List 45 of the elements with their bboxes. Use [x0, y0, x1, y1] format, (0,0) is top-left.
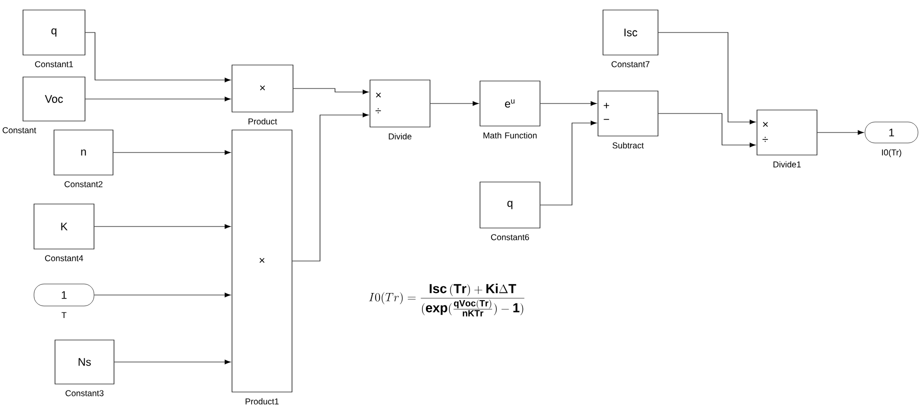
arrow [85, 32, 231, 82]
block-label: Product1 [246, 398, 279, 404]
arrow [658, 32, 756, 124]
arrow [817, 130, 864, 135]
arrow [658, 113, 756, 148]
arrow [293, 88, 369, 94]
arrow [114, 360, 231, 364]
block: Isc [602, 10, 658, 56]
block-label: Divide [388, 133, 412, 140]
block-label: Constant7 [612, 61, 650, 68]
block-label: Constant2 [64, 181, 102, 188]
arrow [540, 101, 597, 106]
block: + − [598, 90, 658, 136]
port-block: 1 [864, 122, 918, 144]
block: Ns [54, 340, 114, 384]
block: e$^{u}$ [480, 80, 540, 126]
formula: $I0(Tr)=\frac{\mathbf{Isc\,(Tr)+Ki}\Delta\mathbf{T}}{\mathbf{(exp(\frac{qVoc(Tr)}{nKTr})-1)}}$ [369, 284, 524, 316]
block: n [54, 130, 114, 176]
block-label: Constant6 [491, 234, 529, 240]
block: Voc [22, 76, 86, 122]
block: K [34, 204, 94, 250]
block-label: I0(Tr) [882, 149, 902, 158]
block: × ÷ [756, 110, 818, 156]
block-label: Divide1 [774, 161, 801, 168]
block-label: Subtract [612, 142, 644, 148]
block-label: Constant [2, 127, 36, 134]
block-label: Constant3 [66, 390, 104, 396]
block-label: Product [248, 118, 278, 124]
block-label: Constant4 [45, 255, 84, 262]
block-label: Constant1 [35, 61, 73, 68]
arrow [85, 96, 231, 102]
arrow [430, 101, 479, 106]
arrow [113, 150, 231, 155]
block: × [232, 130, 292, 392]
arrow [94, 224, 231, 229]
port-block: 1 [34, 284, 94, 306]
block: q [480, 182, 540, 228]
arrow [292, 112, 369, 262]
block: × [232, 64, 294, 112]
arrow [94, 292, 231, 298]
arrow [540, 120, 597, 206]
block-label: T [62, 312, 66, 318]
block-label: Math Function [484, 132, 537, 138]
block: × ÷ [370, 80, 430, 128]
block: q [22, 10, 86, 56]
